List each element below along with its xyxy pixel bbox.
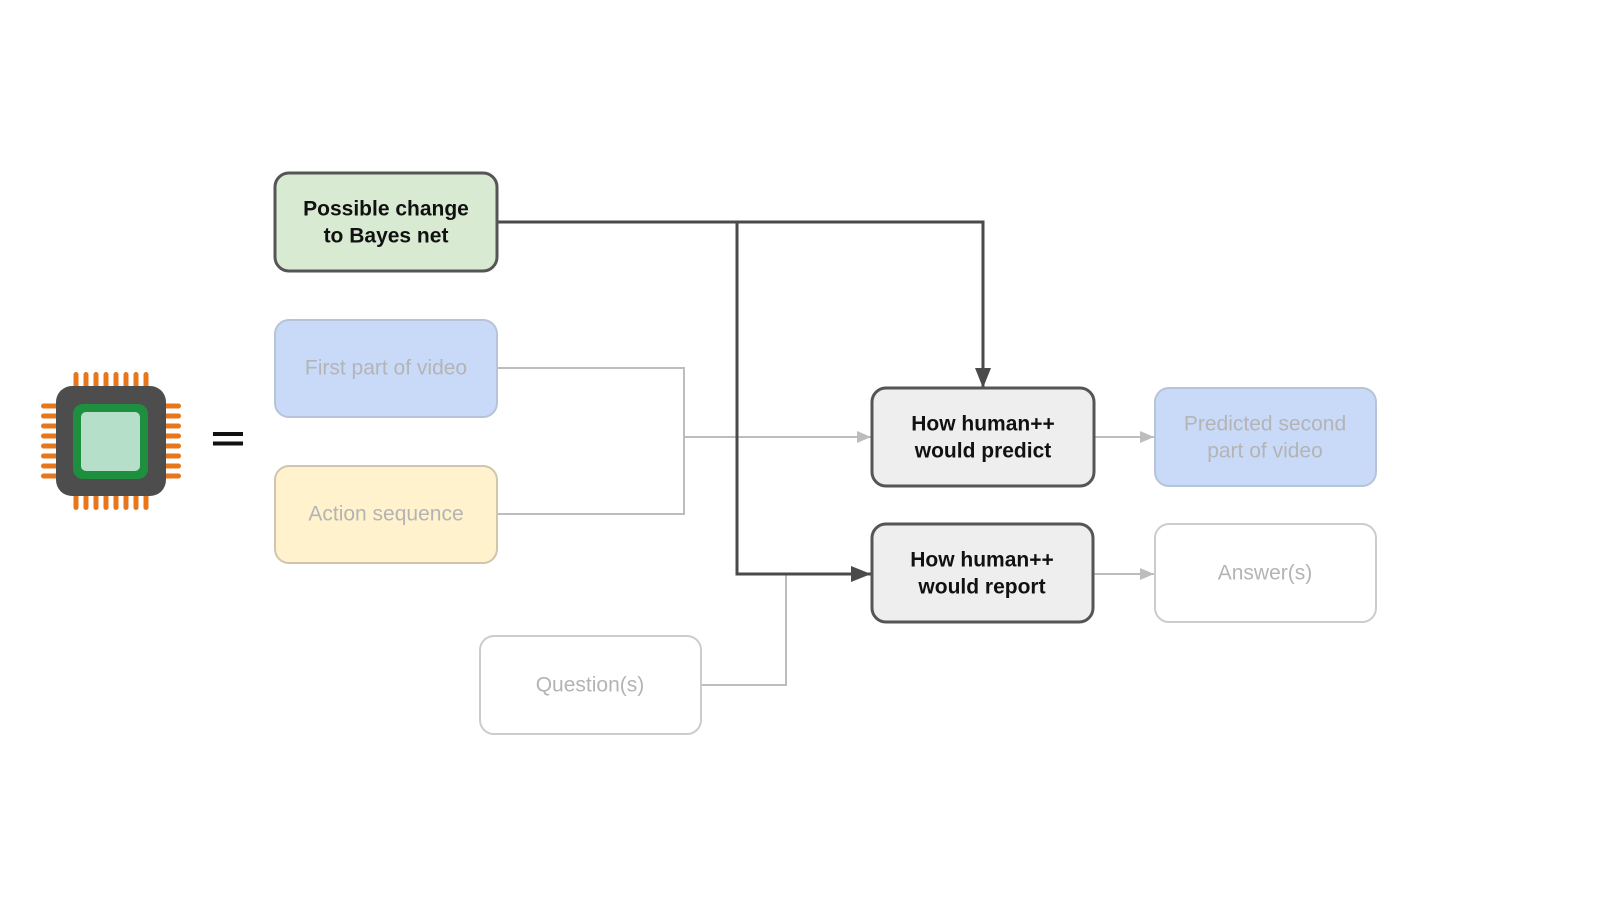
chip-pin-left (41, 473, 59, 479)
node-predict: How human++ would predict (870, 386, 1096, 488)
chip-pin-left (41, 423, 59, 429)
chip-pin-bottom (83, 492, 89, 510)
chip-pin-left (41, 403, 59, 409)
connectors (497, 220, 1154, 686)
chip-pin-right (163, 433, 181, 439)
node-action-sequence-label: Action sequence (308, 503, 463, 526)
node-predicted-second-part-box (1154, 387, 1377, 487)
node-predict-box (870, 386, 1096, 488)
chip-pin-right (163, 473, 181, 479)
chip-pin-right (163, 443, 181, 449)
node-questions: Question(s) (479, 635, 702, 735)
chip-pin-top (103, 372, 109, 390)
chip-pins (41, 372, 181, 510)
connector-first-part-to-merge (497, 367, 685, 437)
chip-pin-top (143, 372, 149, 390)
chip-pin-top (133, 372, 139, 390)
chip-pin-left (41, 413, 59, 419)
node-answers-label: Answer(s) (1218, 562, 1313, 585)
chip-pin-right (163, 463, 181, 469)
node-questions-box (479, 635, 702, 735)
node-bayes-change-line-2: to Bayes net (324, 225, 449, 248)
node-bayes-change-box (273, 171, 499, 273)
chip-pin-bottom (123, 492, 129, 510)
chip-pin-right (163, 413, 181, 419)
processor-chip-icon (41, 372, 181, 510)
node-first-part-of-video-box (274, 319, 498, 418)
node-predicted-second-part-line-2: part of video (1207, 440, 1323, 463)
chip-pin-bottom (103, 492, 109, 510)
connector-bayes-to-report (735, 222, 871, 582)
chip-pin-bottom (93, 492, 99, 510)
node-bayes-change-line-1: Possible change (303, 198, 469, 221)
connector-action-sequence-to-merge (497, 437, 685, 515)
node-answers-box (1154, 523, 1377, 623)
chip-pin-top (123, 372, 129, 390)
node-predicted-second-part-line-1: Predicted second (1184, 413, 1346, 436)
node-predicted-second-part: Predicted second part of video (1154, 387, 1377, 487)
node-action-sequence-box (274, 465, 498, 564)
chip-pin-bottom (73, 492, 79, 510)
connector-questions-to-report (701, 574, 787, 686)
chip-pin-bottom (143, 492, 149, 510)
chip-pin-left (41, 433, 59, 439)
chip-pin-left (41, 453, 59, 459)
chip-pin-top (93, 372, 99, 390)
chip-core (81, 412, 140, 471)
chip-pin-right (163, 403, 181, 409)
node-report: How human++ would report (870, 522, 1095, 624)
chip-pin-bottom (113, 492, 119, 510)
equals-sign: = (208, 410, 248, 466)
node-bayes-change: Possible change to Bayes net (273, 171, 499, 273)
chip-pin-right (163, 453, 181, 459)
chip-pin-left (41, 443, 59, 449)
chip-pin-top (73, 372, 79, 390)
chip-pin-right (163, 423, 181, 429)
node-report-line-1: How human++ (910, 549, 1054, 572)
chip-pin-top (113, 372, 119, 390)
node-action-sequence: Action sequence (274, 465, 498, 564)
node-predict-line-2: would predict (914, 440, 1052, 463)
chip-pin-left (41, 463, 59, 469)
node-first-part-of-video-label: First part of video (305, 357, 467, 380)
node-report-box (870, 522, 1095, 624)
node-predict-line-1: How human++ (911, 413, 1055, 436)
chip-pin-bottom (133, 492, 139, 510)
chip-pin-top (83, 372, 89, 390)
node-answers: Answer(s) (1154, 523, 1377, 623)
node-first-part-of-video: First part of video (274, 319, 498, 418)
connector-bayes-to-predict (497, 220, 991, 388)
node-report-line-2: would report (917, 576, 1045, 599)
node-questions-label: Question(s) (536, 674, 645, 697)
